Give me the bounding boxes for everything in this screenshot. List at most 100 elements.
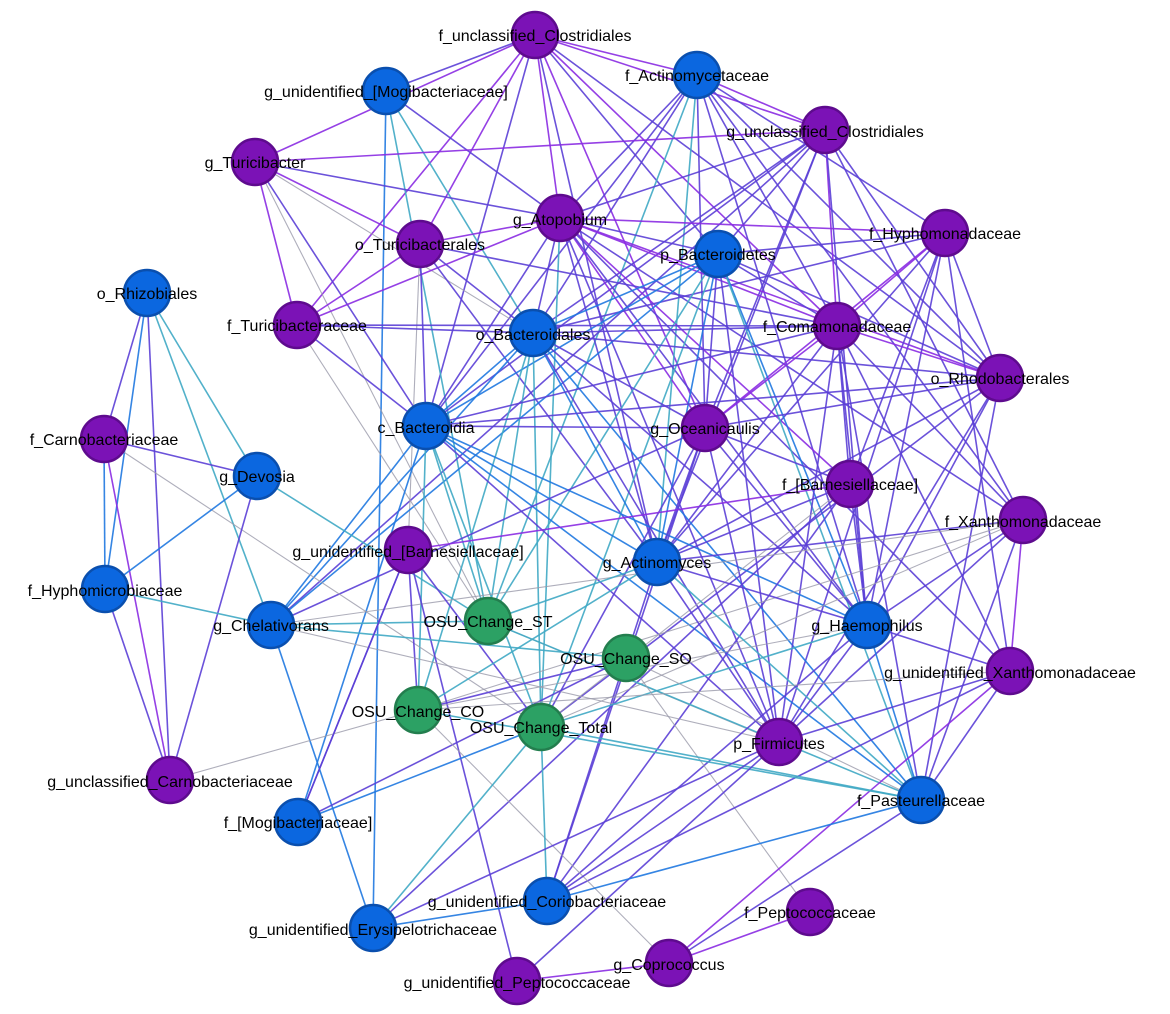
edge-n14-n22 [656,377,1001,563]
edge-n22-n33 [656,561,922,801]
node-c-bacteroidia[interactable] [401,401,451,451]
edge-n18-n23 [104,475,258,590]
node-f-peptococcaceae[interactable] [785,887,835,937]
node-label: OSU_Change_SO [560,651,692,668]
node-f-comamonadaceae[interactable] [812,301,862,351]
node-g-unidentified-xanthomonadaceae[interactable] [985,646,1035,696]
node-f-mogibacteriaceae[interactable] [273,797,323,847]
edge-n10-n17 [103,292,148,440]
node-f-xanthomonadaceae[interactable] [998,495,1048,545]
node-o-rhodobacterales[interactable] [975,353,1025,403]
edge-n1-n13 [534,34,838,327]
edge-n14-n16 [704,377,1001,429]
edge-n9-n31 [717,253,780,743]
edge-n24-n25 [270,620,489,626]
node-g-unidentified-mogibacteriaceae[interactable] [361,66,411,116]
edge-n12-n29 [417,332,534,711]
edge-n11-n13 [296,324,838,327]
node-label: f_Peptococcaceae [744,905,876,922]
node-label: f_Hyphomonadaceae [869,226,1021,243]
edge-n1-n2 [385,34,536,92]
node-o-rhizobiales[interactable] [122,268,172,318]
edge-n15-n16 [425,425,706,429]
edge-n4-n14 [824,129,1001,379]
node-f-pasteurellaceae[interactable] [896,775,946,825]
node-f-unclassified-clostridiales[interactable] [510,10,560,60]
node-g-chelativorans[interactable] [246,600,296,650]
edge-n33-n38 [668,799,922,964]
edge-n22-n26 [656,561,868,626]
node-osu-change-total[interactable] [516,702,566,752]
edge-n6-n28 [559,217,1011,672]
edge-n6-n30 [540,217,561,728]
edge-n34-n21 [297,549,409,823]
node-g-unidentified-coriobacteriaceae[interactable] [522,876,572,926]
node-label: g_Oceanicaulis [650,421,759,438]
node-osu-change-so[interactable] [601,633,651,683]
node-g-unidentified-barnesiellaceae[interactable] [383,525,433,575]
edge-n14-n31 [778,377,1001,743]
edge-n30-n37 [372,726,542,929]
edge-n19-n21 [407,483,851,551]
edge-n8-n22 [656,232,946,563]
edge-n7-n15 [419,243,427,427]
node-f-hyphomonadaceae[interactable] [920,208,970,258]
node-label: g_unidentified_Erysipelotrichaceae [249,922,497,939]
node-o-turicibacterales[interactable] [395,219,445,269]
node-label: OSU_Change_ST [424,614,553,631]
node-g-unclassified-carnobacteriaceae[interactable] [145,755,195,805]
node-osu-change-co[interactable] [393,685,443,735]
node-label: OSU_Change_Total [470,720,612,737]
edge-n9-n24 [270,253,719,626]
edge-n13-n28 [836,325,1011,672]
edge-n19-n22 [656,483,851,563]
node-f-actinomycetaceae[interactable] [672,50,722,100]
edge-n6-n8 [559,217,946,234]
edge-n12-n24 [270,332,534,626]
node-g-atopobium[interactable] [535,193,585,243]
node-label: f_Turicibacteraceae [227,318,367,335]
node-f-hyphomicrobiaceae[interactable] [80,564,130,614]
node-f-barnesiellaceae[interactable] [825,459,875,509]
edge-n5-n7 [254,161,421,245]
node-label: f_[Barnesiellaceae] [782,477,918,494]
edge-n2-n6 [385,90,561,219]
edge-n3-n6 [559,74,698,219]
edge-n6-n9 [559,217,719,255]
node-osu-change-st[interactable] [463,596,513,646]
edge-n10-n18 [146,292,258,477]
node-g-unidentified-erysipelotrichaceae[interactable] [348,903,398,953]
node-label: f_Actinomycetaceae [625,68,769,85]
node-g-coprococcus[interactable] [644,938,694,988]
node-g-unidentified-peptococcaceae[interactable] [492,956,542,1006]
node-g-devosia[interactable] [232,451,282,501]
edge-n20-n31 [778,519,1024,743]
node-label: OSU_Change_CO [352,704,485,721]
label-layer: f_unclassified_Clostridialesg_unidentifi… [28,28,1136,992]
edge-n17-n18 [103,438,258,477]
edge-n1-n11 [296,34,536,326]
edge-n3-n26 [696,74,868,626]
edge-n29-n32 [169,709,419,781]
edge-n33-n35 [546,799,922,902]
node-g-haemophilus[interactable] [842,600,892,650]
node-g-unclassified-clostridiales[interactable] [800,105,850,155]
node-g-turicibacter[interactable] [230,137,280,187]
node-p-bacteroidetes[interactable] [693,229,743,279]
edge-n15-n25 [425,425,489,622]
node-f-carnobacteriaceae[interactable] [79,414,129,464]
edge-n8-n12 [532,232,946,334]
edge-n12-n13 [532,325,838,334]
node-f-turicibacteraceae[interactable] [272,300,322,350]
edge-n9-n16 [704,253,719,429]
edge-n12-n16 [532,332,706,429]
edge-n26-n30 [540,624,868,728]
node-o-bacteroidales[interactable] [508,308,558,358]
node-layer [79,10,1048,1006]
edge-n14-n33 [920,377,1001,801]
node-g-oceanicaulis[interactable] [680,403,730,453]
edge-n2-n25 [385,90,489,622]
node-p-firmicutes[interactable] [754,717,804,767]
node-g-actinomyces[interactable] [632,537,682,587]
edge-n2-n12 [385,90,534,334]
